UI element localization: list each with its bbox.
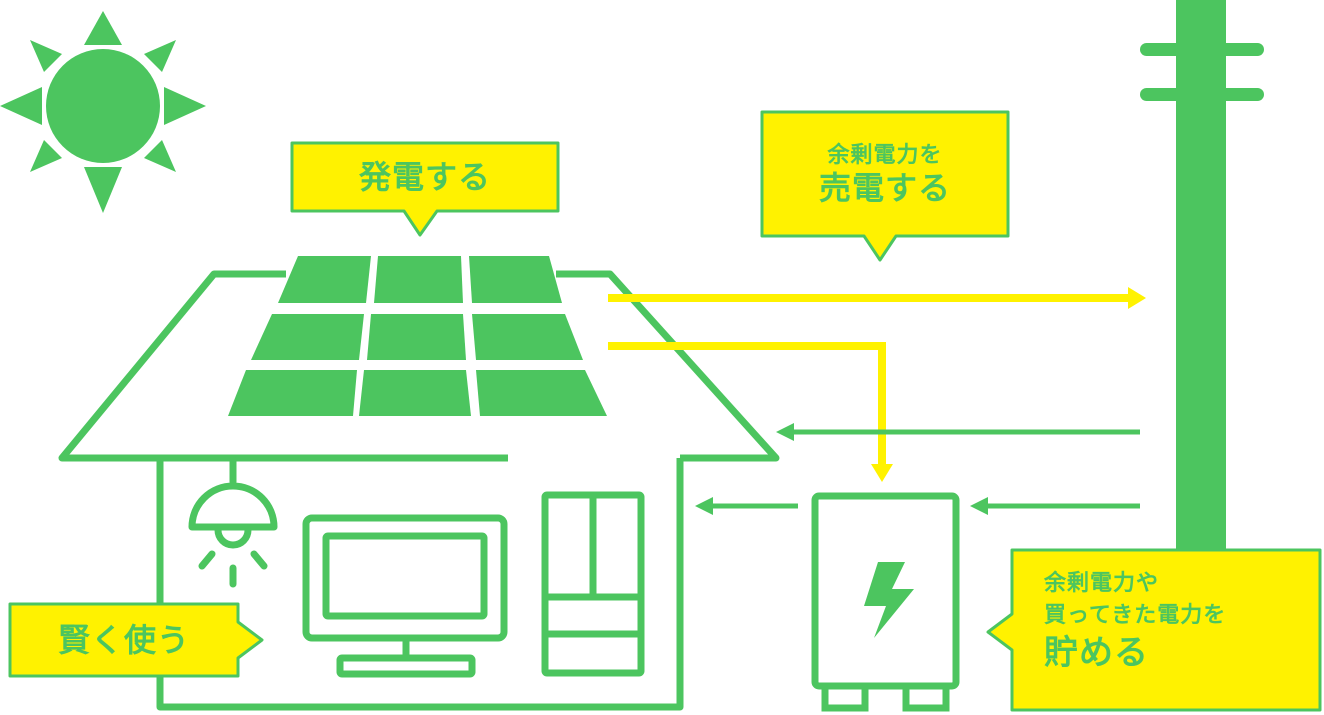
callout-sell: 余剰電力を 売電する [762,112,1008,236]
refrigerator-icon [541,491,645,677]
callout-generate: 発電する [292,143,558,211]
callout-sell-line2: 売電する [818,169,951,208]
callout-use-box [8,602,264,678]
house-icon [58,270,780,711]
callout-store-line1: 余剰電力や [1044,571,1160,596]
utility-pole-icon [1140,0,1264,555]
flow-solar-to-pole [608,287,1146,309]
sun-icon [0,11,206,213]
flow-pole-to-battery [970,497,1140,515]
tv-icon [302,514,508,678]
flow-battery-to-house [695,497,798,515]
callout-generate-text: 発電する [358,157,491,196]
callout-store-line3: 貯める [1044,632,1149,673]
callout-store: 余剰電力や 買ってきた電力を 貯める [1012,550,1320,710]
callout-store-line2: 買ってきた電力を [1044,602,1227,628]
lightning-bolt-icon [864,562,914,638]
callout-use: 賢く使う [10,604,238,676]
callout-generate-box [290,141,560,237]
callout-sell-line1: 余剰電力を [827,142,943,168]
flow-solar-to-battery [608,342,893,482]
ceiling-light-icon [188,456,278,588]
storage-battery-icon [811,492,960,712]
flow-pole-to-house [776,423,1140,441]
callout-use-text: 賢く使う [57,620,190,659]
callout-store-box [986,548,1322,712]
solar-panel-icon [228,256,607,416]
callout-sell-box [760,110,1010,262]
